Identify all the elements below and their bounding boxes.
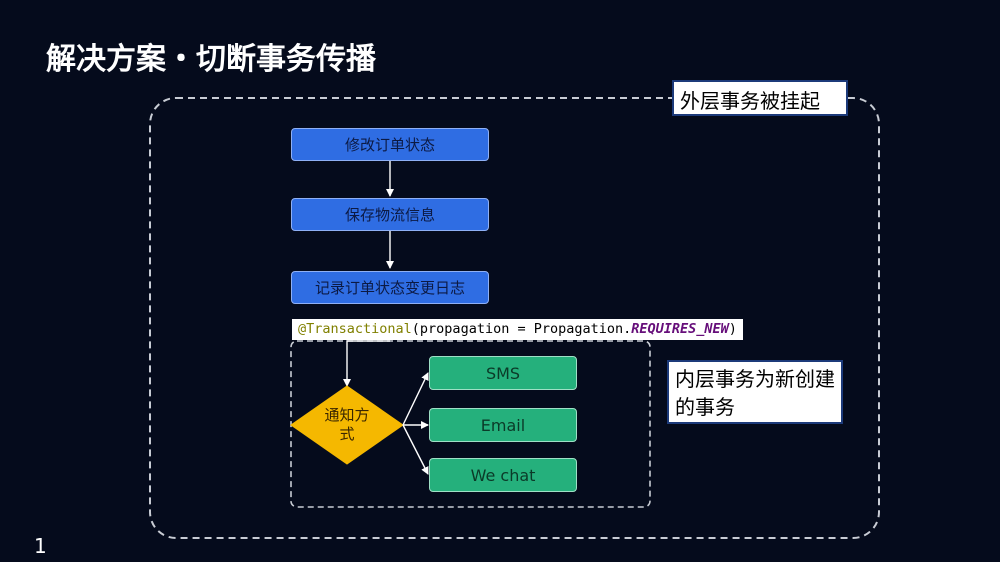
- annotation-propagation-constant: REQUIRES_NEW: [631, 321, 729, 337]
- outer-transaction-boundary: [149, 97, 880, 539]
- step-update-order-status: 修改订单状态: [291, 128, 489, 161]
- transactional-annotation: @Transactional(propagation = Propagation…: [292, 319, 743, 340]
- inner-transaction-callout: 内层事务为新创建的事务: [667, 360, 843, 424]
- step-save-logistics-info: 保存物流信息: [291, 198, 489, 231]
- arrow-to-decision: [343, 340, 390, 387]
- arrow-to-wechat: [402, 424, 429, 475]
- slide-title: 解决方案・切断事务传播: [46, 42, 376, 77]
- channel-sms: SMS: [429, 356, 577, 390]
- decision-diamond: [290, 385, 404, 465]
- arrow-to-sms: [402, 372, 429, 426]
- page-number: 1: [34, 534, 47, 558]
- annotation-name: @Transactional: [298, 321, 412, 337]
- decision-label: 通知方式: [324, 406, 370, 443]
- annotation-args-close: ): [728, 321, 737, 337]
- channel-email: Email: [429, 408, 577, 442]
- channel-wechat: We chat: [429, 458, 577, 492]
- step-record-status-change-log: 记录订单状态变更日志: [291, 271, 489, 304]
- inner-transaction-boundary: [290, 340, 651, 508]
- annotation-args-open: (propagation = Propagation.: [411, 321, 632, 337]
- outer-transaction-callout: 外层事务被挂起: [672, 80, 848, 116]
